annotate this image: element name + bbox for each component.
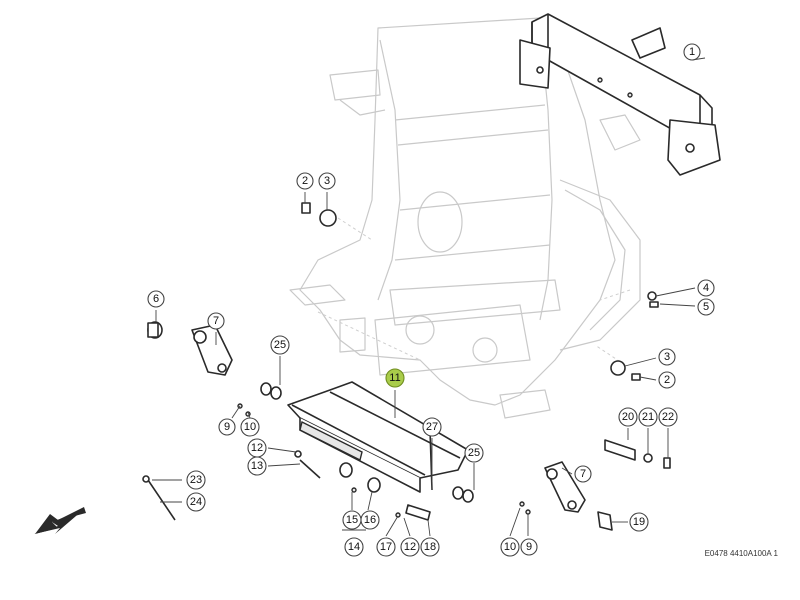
svg-text:2: 2 bbox=[302, 175, 308, 187]
svg-text:3: 3 bbox=[664, 351, 670, 363]
part-link-7-right bbox=[544, 461, 613, 531]
svg-text:7: 7 bbox=[580, 468, 586, 480]
callout-10: 10 bbox=[240, 417, 260, 437]
callout-3: 3 bbox=[658, 348, 676, 366]
svg-text:21: 21 bbox=[642, 411, 654, 423]
callout-6: 6 bbox=[147, 290, 165, 308]
callout-2: 2 bbox=[658, 371, 676, 389]
drawing-code-label: E0478 4410A100A 1 bbox=[704, 549, 778, 558]
hardware-parts bbox=[142, 202, 671, 521]
svg-text:25: 25 bbox=[274, 339, 286, 351]
svg-text:13: 13 bbox=[251, 460, 263, 472]
svg-text:27: 27 bbox=[426, 421, 438, 433]
svg-text:1: 1 bbox=[689, 46, 695, 58]
svg-text:12: 12 bbox=[251, 442, 263, 454]
arrow-down-left-icon bbox=[34, 507, 86, 534]
callout-16: 16 bbox=[360, 510, 380, 530]
svg-text:9: 9 bbox=[224, 421, 230, 433]
callout-21: 21 bbox=[638, 407, 658, 427]
callout-7: 7 bbox=[207, 312, 225, 330]
part-tray-11 bbox=[287, 381, 469, 493]
svg-text:12: 12 bbox=[404, 541, 416, 553]
svg-text:6: 6 bbox=[153, 293, 159, 305]
part-top-cross-beam bbox=[519, 13, 721, 176]
callout-19: 19 bbox=[629, 512, 649, 532]
callout-9: 9 bbox=[218, 418, 236, 436]
svg-text:17: 17 bbox=[380, 541, 392, 553]
callout-7: 7 bbox=[574, 465, 592, 483]
callouts: 1 2 3 4 5 3 2 6 7 25 11 9 10 12 13 27 25… bbox=[147, 43, 715, 557]
callout-9: 9 bbox=[520, 538, 538, 556]
callout-12: 12 bbox=[400, 537, 420, 557]
svg-text:7: 7 bbox=[213, 315, 219, 327]
callout-25: 25 bbox=[464, 443, 484, 463]
callout-20: 20 bbox=[618, 407, 638, 427]
svg-text:16: 16 bbox=[364, 514, 376, 526]
svg-text:25: 25 bbox=[468, 447, 480, 459]
callout-25: 25 bbox=[270, 335, 290, 355]
svg-text:9: 9 bbox=[526, 541, 532, 553]
callout-12: 12 bbox=[247, 438, 267, 458]
svg-text:23: 23 bbox=[190, 474, 202, 486]
svg-text:18: 18 bbox=[424, 541, 436, 553]
svg-text:11: 11 bbox=[389, 372, 400, 384]
svg-text:10: 10 bbox=[504, 541, 516, 553]
callout-24: 24 bbox=[186, 492, 206, 512]
callout-18: 18 bbox=[420, 537, 440, 557]
svg-text:20: 20 bbox=[622, 411, 634, 423]
callout-22: 22 bbox=[658, 407, 678, 427]
svg-text:4: 4 bbox=[703, 282, 709, 294]
callout-17: 17 bbox=[376, 537, 396, 557]
leader-lines bbox=[152, 57, 706, 537]
callout-13: 13 bbox=[247, 456, 267, 476]
svg-text:22: 22 bbox=[662, 411, 674, 423]
svg-text:19: 19 bbox=[633, 516, 645, 528]
callout-11-highlighted: 11 bbox=[385, 368, 405, 388]
callout-4: 4 bbox=[697, 279, 715, 297]
svg-text:3: 3 bbox=[324, 175, 330, 187]
callout-5: 5 bbox=[697, 298, 715, 316]
callout-1: 1 bbox=[683, 43, 701, 61]
callout-3: 3 bbox=[318, 172, 336, 190]
callout-23: 23 bbox=[186, 470, 206, 490]
part-link-7-left bbox=[147, 321, 233, 376]
svg-text:24: 24 bbox=[190, 496, 202, 508]
svg-text:15: 15 bbox=[346, 514, 358, 526]
callout-14: 14 bbox=[344, 537, 364, 557]
callout-10: 10 bbox=[500, 537, 520, 557]
svg-text:14: 14 bbox=[348, 541, 360, 553]
callout-27: 27 bbox=[422, 417, 442, 437]
callout-15: 15 bbox=[342, 510, 362, 530]
svg-text:2: 2 bbox=[664, 374, 670, 386]
callout-2: 2 bbox=[296, 172, 314, 190]
svg-text:10: 10 bbox=[244, 421, 256, 433]
svg-text:5: 5 bbox=[703, 301, 709, 313]
